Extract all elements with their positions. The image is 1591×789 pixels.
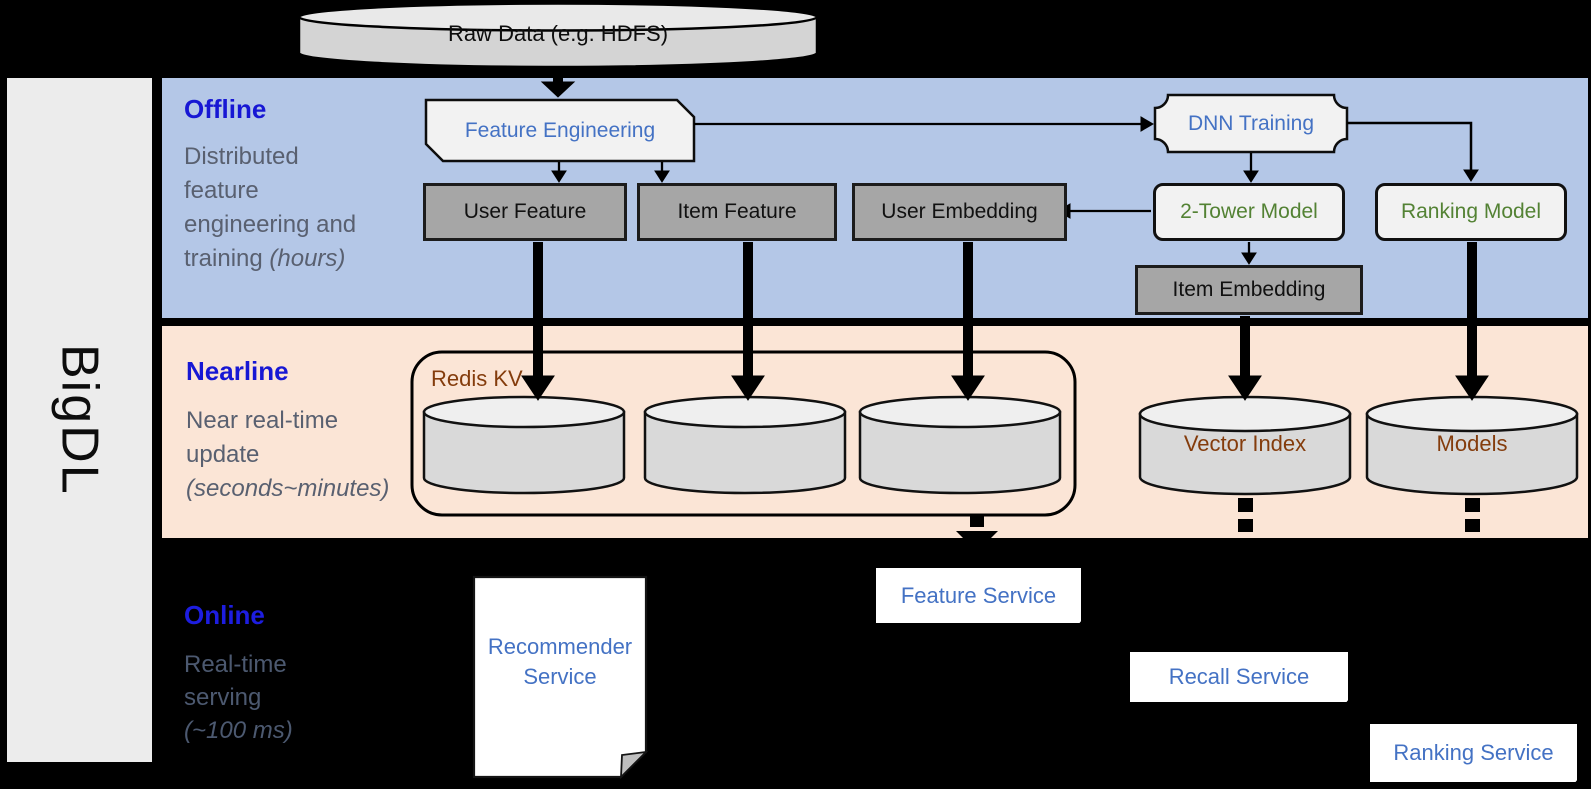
arrow-itemembedding-to-vectorindex: [1228, 316, 1262, 401]
recall-service-box: Recall Service: [1130, 652, 1352, 712]
arrow-fe-to-itemfeature: [654, 162, 670, 183]
item-embedding-box: Item Embedding: [1135, 265, 1363, 315]
arrow-userembedding-to-redis3: [951, 242, 985, 401]
offline-band-title: Offline: [184, 94, 267, 124]
two-tower-model-box: 2-Tower Model: [1153, 183, 1345, 241]
feature-service-box: Feature Service: [876, 568, 1085, 633]
offline-band-desc: Distributed feature engineering and trai…: [184, 143, 357, 272]
bigdl-brand: BigDL: [50, 344, 109, 496]
bigdl-sidebar: BigDL: [7, 78, 152, 762]
arrow-twotower-to-itemembedding: [1241, 242, 1257, 265]
online-band-title: Online: [184, 600, 265, 630]
redis-cylinder-1: [422, 395, 626, 495]
ranking-service-box: Ranking Service: [1370, 724, 1581, 789]
user-embedding-box: User Embedding: [852, 183, 1067, 241]
vector-index-cylinder: [1138, 395, 1352, 496]
arrow-fe-to-userfeature: [551, 162, 567, 183]
dashed-arrow-models-to-rankingservice: [1465, 498, 1480, 532]
dnn-training-shape: [1153, 93, 1349, 154]
folded-corner-icon: [619, 750, 649, 780]
folded-corner-icon: [1070, 618, 1085, 633]
arrow-rawdata-not: [551, 116, 1479, 265]
redis-cylinder-3: [858, 395, 1062, 495]
arrow-dnn-to-twotower: [1243, 153, 1259, 183]
arrow-userfeature-to-redis1: [521, 242, 555, 401]
redis-kv-label: Redis KV: [431, 366, 523, 391]
arrow-twotower-to-userembedding: [1057, 203, 1151, 219]
arrow-dnn-to-rankingmodel: [1347, 121, 1479, 182]
online-band-desc: Real-time serving (~100 ms): [184, 651, 293, 744]
models-cylinder: [1365, 395, 1579, 496]
ranking-model-box: Ranking Model: [1375, 183, 1567, 241]
folded-corner-icon: [1566, 777, 1581, 789]
arrow-rankingmodel-to-models: [1455, 242, 1489, 401]
nearline-band-title: Nearline: [186, 356, 289, 386]
nearline-band-desc: Near real-time update (seconds~minutes): [186, 407, 390, 502]
redis-cylinder-2: [643, 395, 847, 495]
arrow-rawdata-to-fe: [540, 66, 576, 98]
item-feature-box: Item Feature: [637, 183, 837, 241]
feature-engineering-shape: [424, 98, 696, 163]
arrow-itemfeature-to-redis2: [731, 242, 765, 401]
user-feature-box: User Feature: [423, 183, 627, 241]
arrow-fe-to-dnn: [694, 116, 1154, 132]
folded-corner-icon: [1337, 697, 1352, 712]
raw-data-cylinder: [297, 2, 819, 69]
recommender-service-doc: [472, 575, 649, 780]
dashed-arrow-vectorindex-to-recallservice: [1238, 498, 1253, 532]
dashed-arrow-redis-to-featureservice: [956, 514, 998, 552]
